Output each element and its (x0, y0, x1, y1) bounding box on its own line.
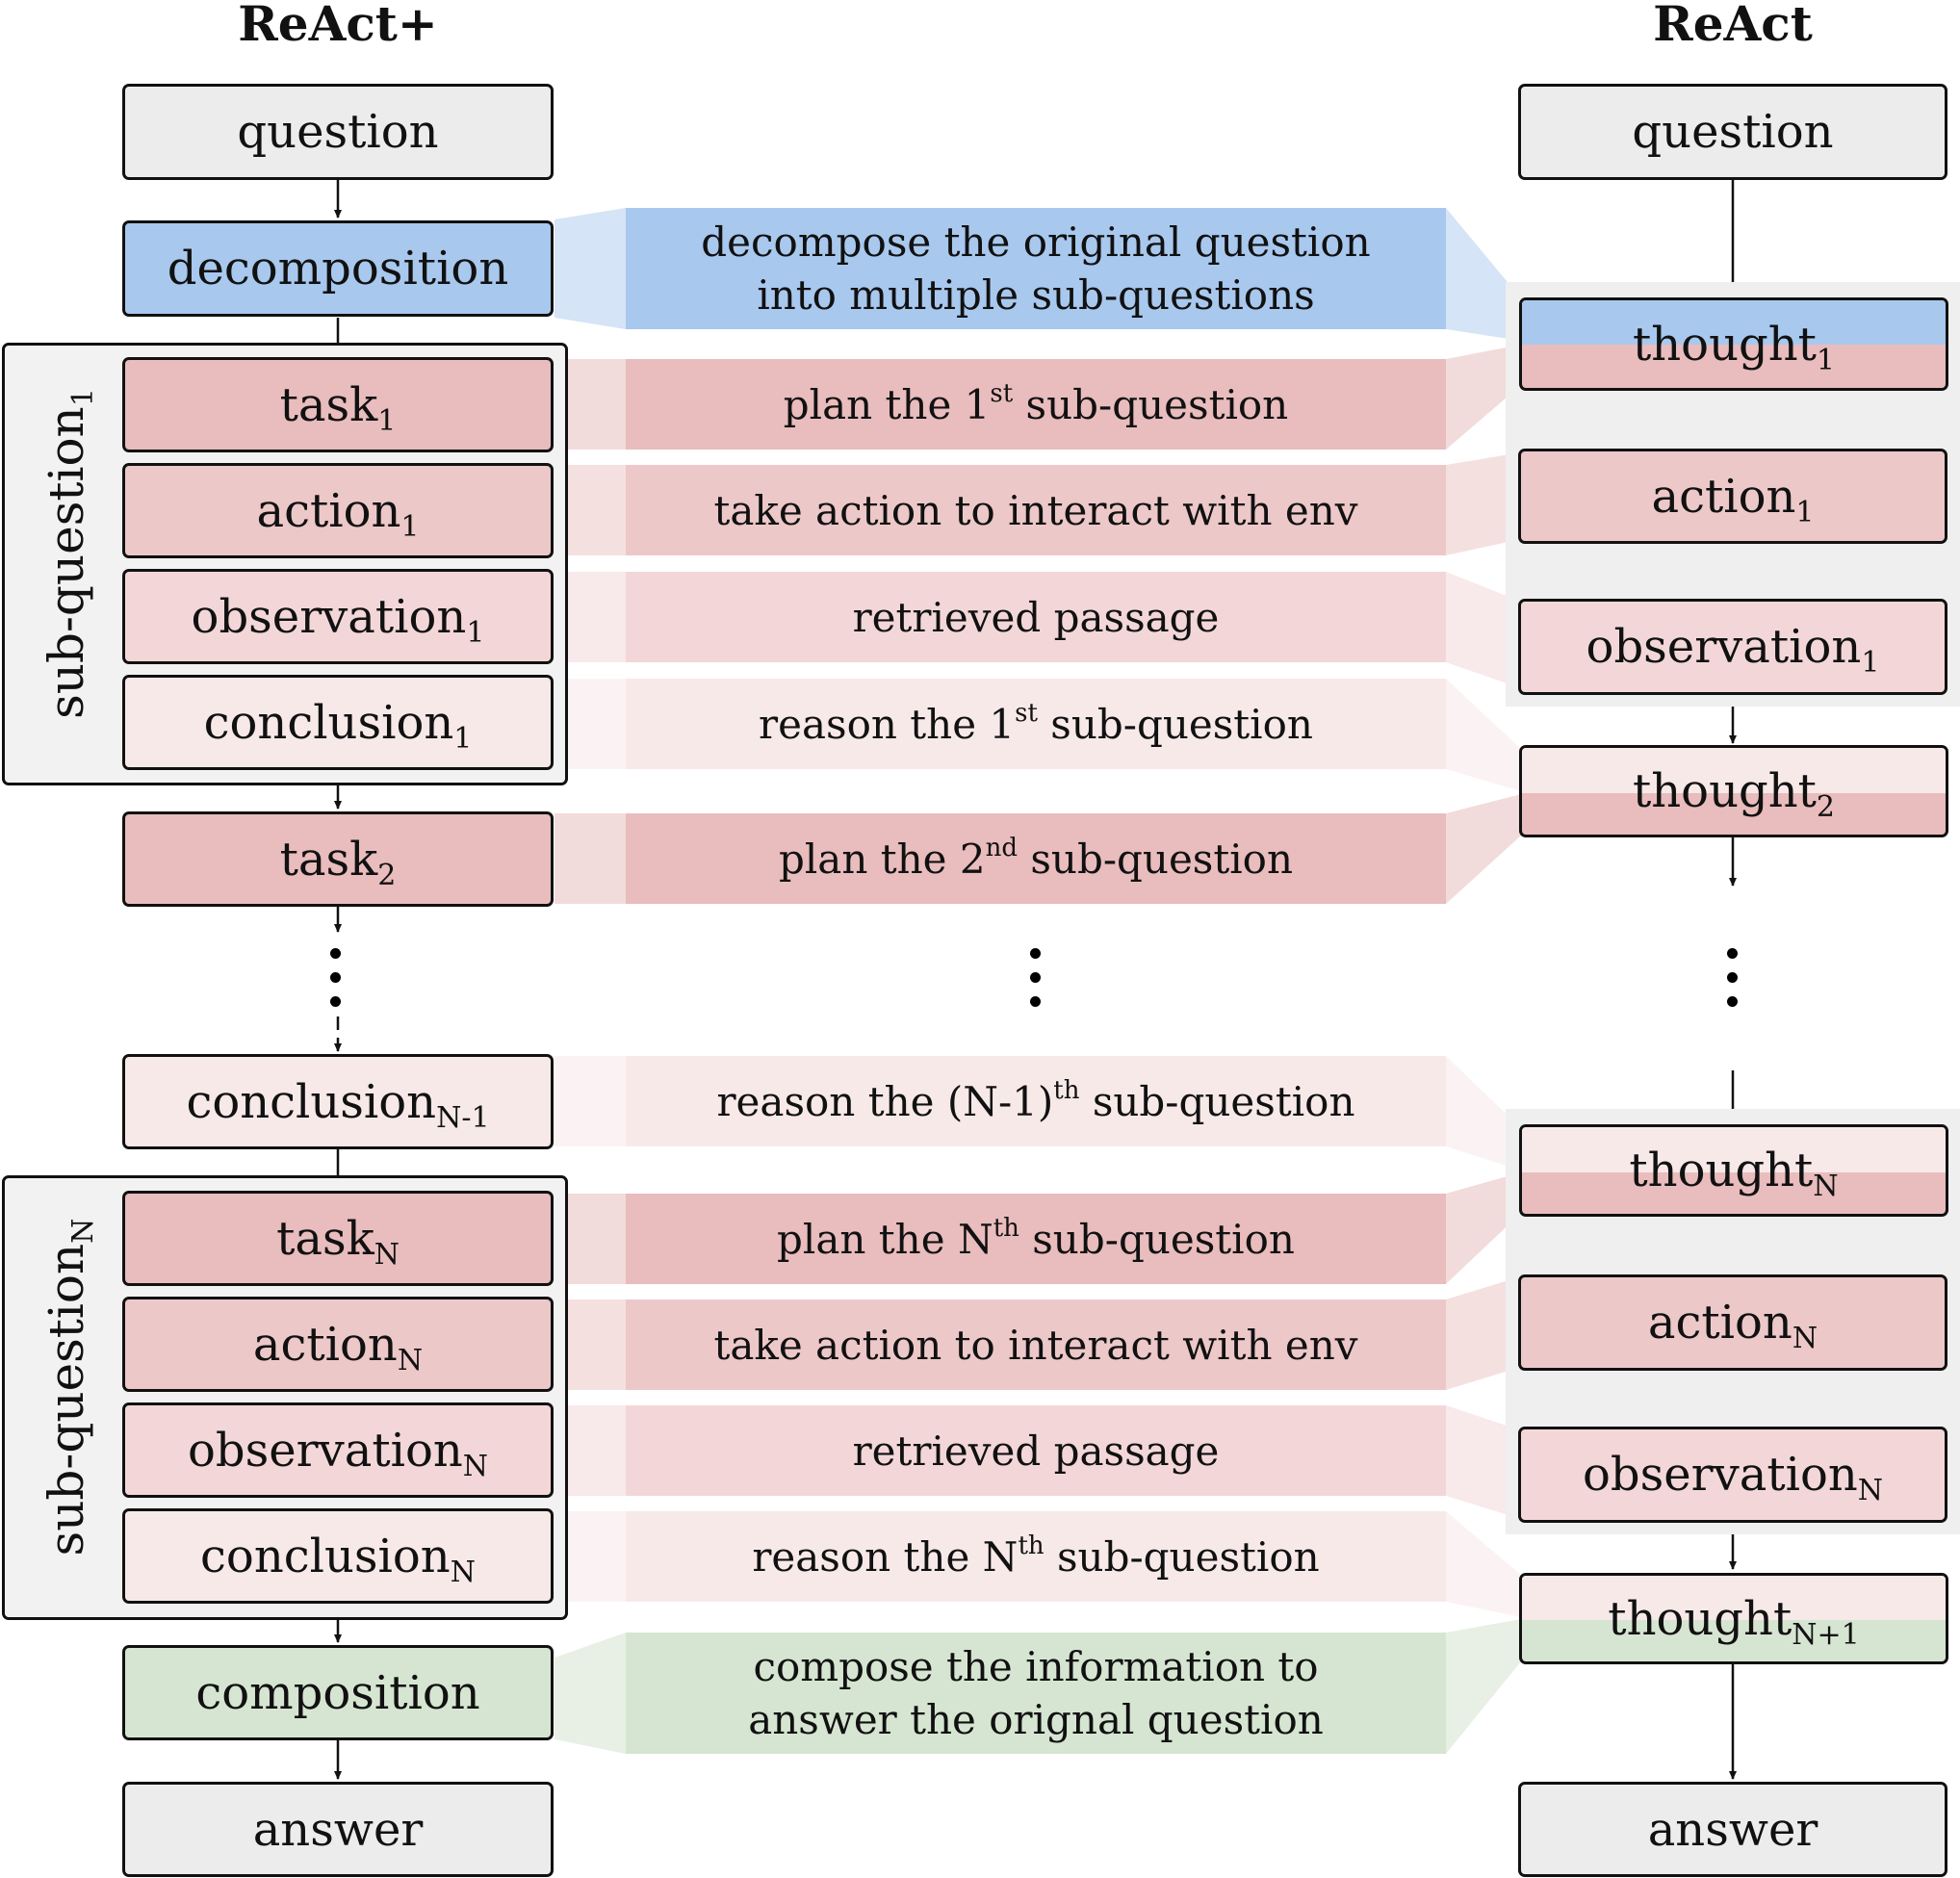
plan-1-description: plan the 1st sub-question (626, 359, 1446, 450)
left-ellipsis (330, 948, 341, 1007)
composition-box: composition (122, 1645, 554, 1740)
task2-right-connector (1446, 794, 1521, 904)
sub-question-n-label: sub-questionN (39, 1218, 100, 1556)
react-action-n-box: actionN (1518, 1274, 1947, 1371)
sub-question-1-label: sub-question1 (39, 388, 100, 719)
decomposition-box: decomposition (122, 220, 554, 317)
thought-1-box: thought1 (1519, 297, 1948, 391)
conclusionN-right-connector (1446, 1511, 1521, 1617)
observation-n-description: retrieved passage (626, 1405, 1446, 1496)
actionN-right-connector (1446, 1276, 1521, 1390)
observation-1-description: retrieved passage (626, 572, 1446, 662)
react-action-1-box: action1 (1518, 449, 1947, 544)
taskN-connector (554, 1194, 626, 1284)
right-ellipsis (1727, 948, 1738, 1007)
conclusion-1-box: conclusion1 (122, 675, 554, 770)
task1-right-connector (1446, 345, 1521, 450)
right-connectors (1446, 208, 1521, 1754)
conclusion-n-minus-1-box: conclusionN-1 (122, 1054, 554, 1149)
task-1-box: task1 (122, 357, 554, 452)
observation1-connector (554, 572, 626, 662)
middle-ellipsis (1030, 948, 1041, 1007)
react-observation-1-box: observation1 (1518, 599, 1947, 695)
reason-n-description: reason the Nth sub-question (626, 1511, 1446, 1602)
task-2-box: task2 (122, 811, 554, 907)
action-n-box: actionN (122, 1297, 554, 1392)
conclusionN-connector (554, 1511, 626, 1602)
decomposition-right-connector (1446, 208, 1521, 341)
react-answer-box: answer (1518, 1782, 1947, 1877)
observationN-right-connector (1446, 1405, 1521, 1519)
plan-2-description: plan the 2nd sub-question (626, 813, 1446, 904)
composition-right-connector (1446, 1619, 1521, 1754)
observation-n-box: observationN (122, 1402, 554, 1498)
thought-n-box: thoughtN (1519, 1124, 1948, 1217)
conclusionN1-connector (554, 1056, 626, 1146)
action-n-description: take action to interact with env (626, 1299, 1446, 1390)
task2-connector (554, 813, 626, 904)
thought-2-box: thought2 (1519, 745, 1948, 837)
conclusion1-connector (554, 679, 626, 769)
conclusionN1-right-connector (1446, 1056, 1521, 1171)
action1-connector (554, 465, 626, 555)
task-n-box: taskN (122, 1191, 554, 1286)
left-connectors (554, 208, 626, 1754)
react-observation-n-box: observationN (1518, 1427, 1947, 1523)
observation-1-box: observation1 (122, 569, 554, 664)
action1-right-connector (1446, 452, 1521, 555)
react-plus-title: ReAct+ (238, 0, 438, 52)
reason-1-description: reason the 1st sub-question (626, 679, 1446, 769)
react-question-box: question (1518, 84, 1947, 180)
question-box: question (122, 84, 554, 180)
composition-connector (554, 1633, 626, 1754)
decomposition-connector (554, 208, 626, 329)
react-title: ReAct (1653, 0, 1813, 52)
reason-n-minus-1-description: reason the (N-1)th sub-question (626, 1056, 1446, 1146)
answer-box: answer (122, 1782, 554, 1877)
observationN-connector (554, 1405, 626, 1496)
conclusion1-right-connector (1446, 679, 1521, 791)
task1-connector (554, 359, 626, 450)
plan-n-description: plan the Nth sub-question (626, 1194, 1446, 1284)
thought-n-plus-1-box: thoughtN+1 (1519, 1573, 1948, 1664)
actionN-connector (554, 1299, 626, 1390)
conclusion-n-box: conclusionN (122, 1508, 554, 1604)
observation1-right-connector (1446, 572, 1521, 688)
action-1-box: action1 (122, 463, 554, 558)
taskN-right-connector (1446, 1172, 1521, 1284)
action-1-description: take action to interact with env (626, 465, 1446, 555)
